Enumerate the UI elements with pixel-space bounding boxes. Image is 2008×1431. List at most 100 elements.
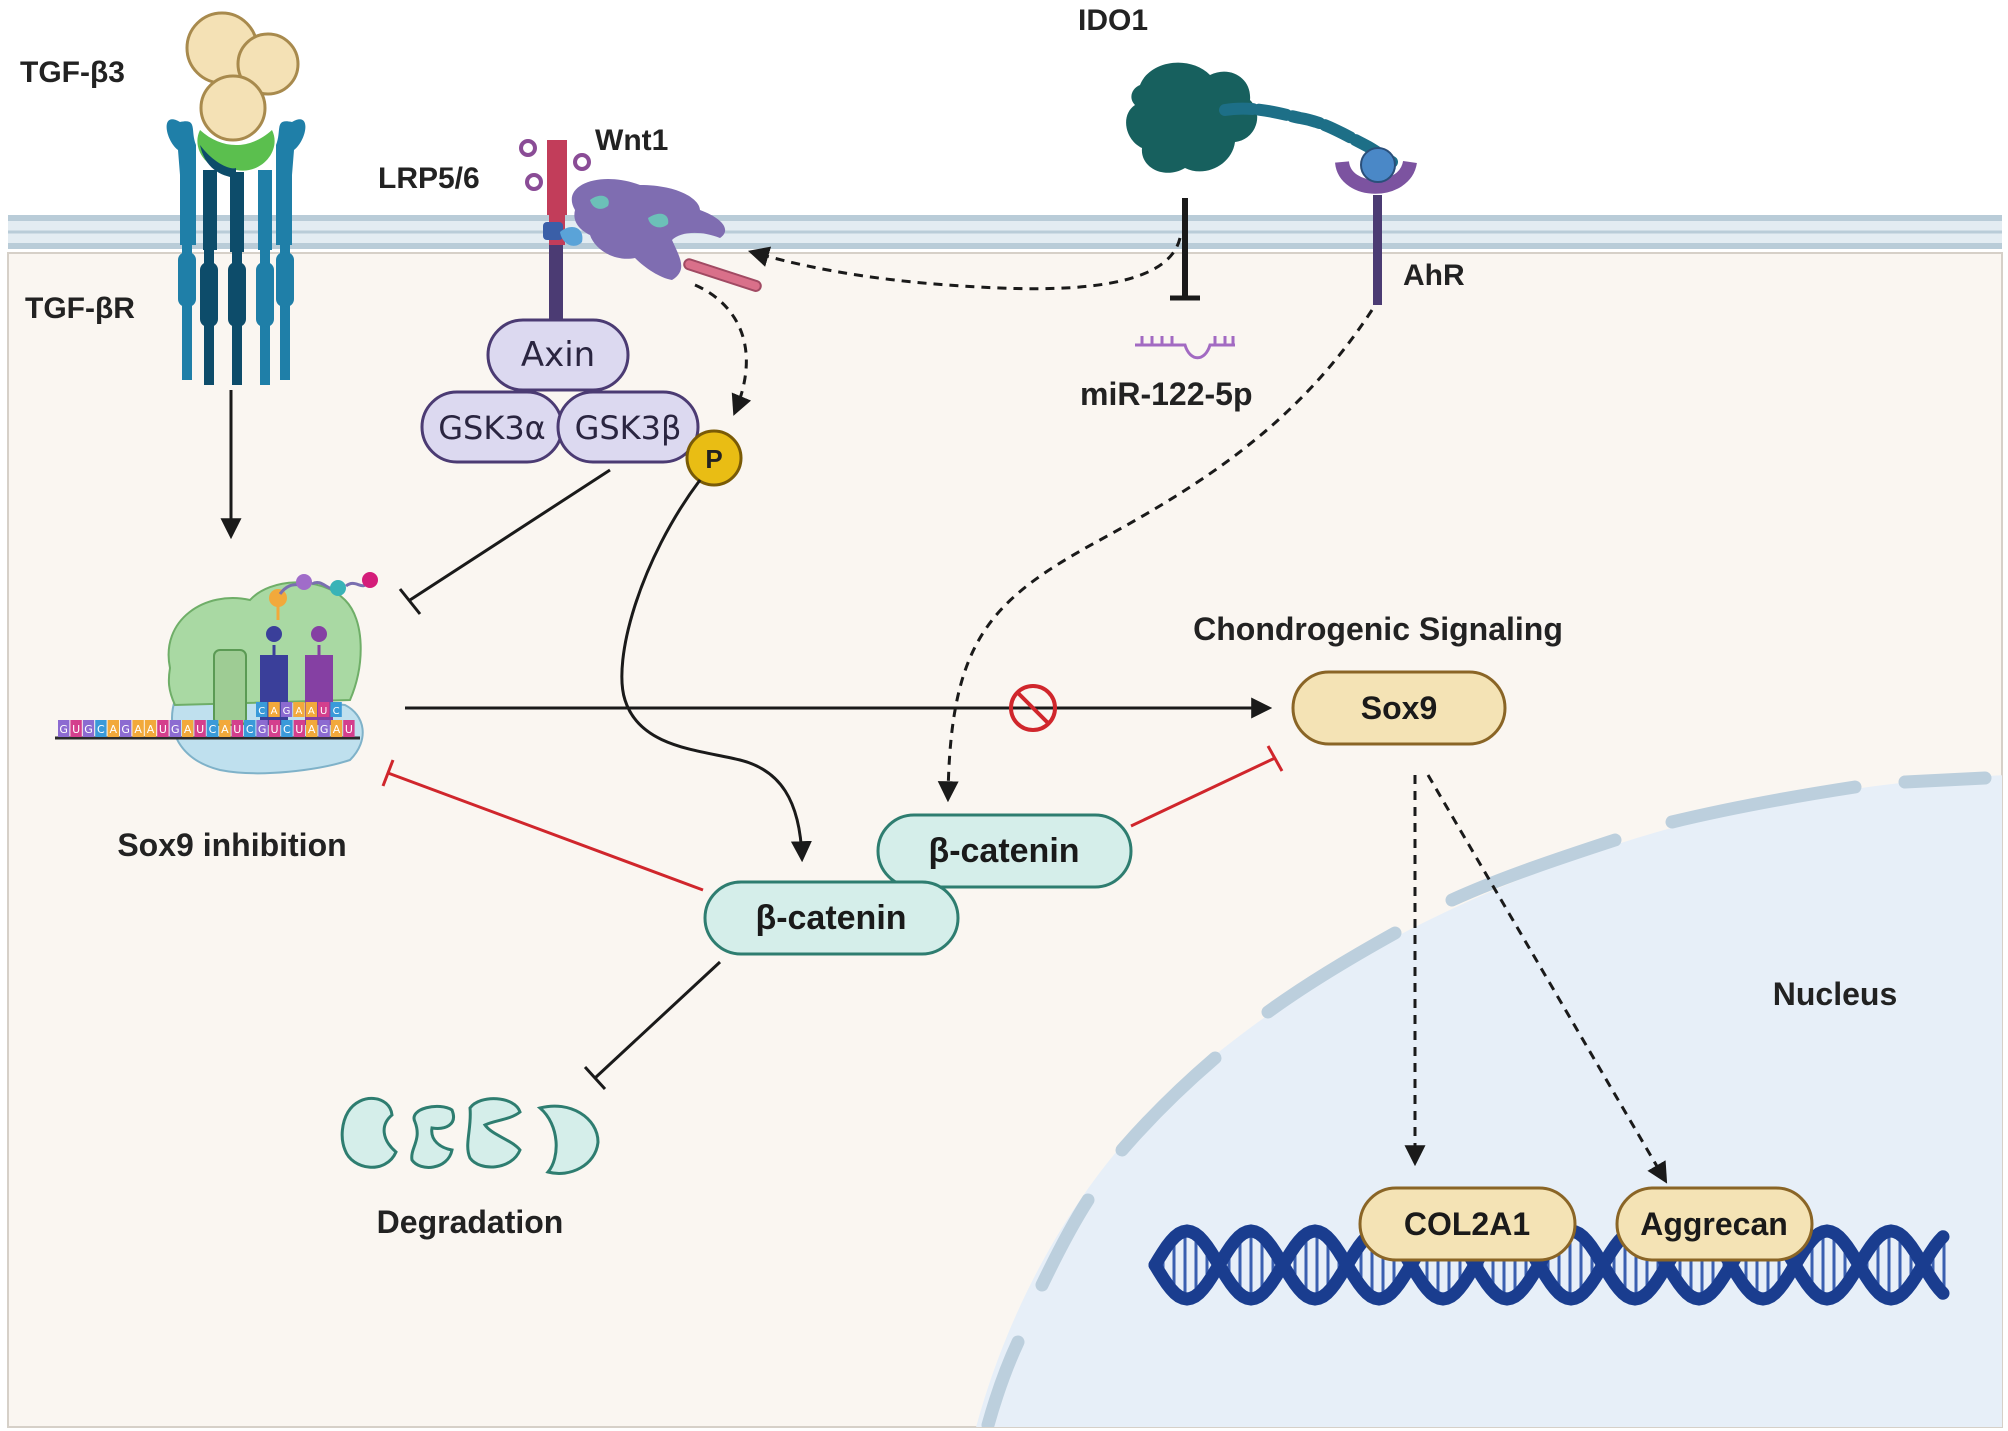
inhibit-catenin-to-sox9	[1130, 756, 1276, 828]
rna-base-letter: G	[59, 723, 68, 736]
wnt1-ligand	[560, 179, 762, 292]
rna-overlay-letter: A	[308, 706, 315, 717]
rna-overlay-base	[330, 702, 342, 717]
rna-overlay-letter: C	[258, 706, 265, 717]
label-mir-122-5p: miR-122-5p	[1080, 376, 1253, 412]
label-sox9-inhibition: Sox9 inhibition	[117, 827, 346, 863]
rna-base-letter: C	[97, 723, 105, 736]
label-wnt1: Wnt1	[595, 124, 668, 157]
arrow-sox9-to-aggrecan	[1426, 774, 1668, 1184]
rna-base-letter: U	[345, 723, 353, 736]
label-sox9: Sox9	[1361, 690, 1437, 726]
rna-base	[231, 720, 243, 737]
rna-base-letter: U	[270, 723, 278, 736]
lrp5-6-receptor	[519, 139, 591, 320]
rna-overlay-base	[293, 702, 305, 717]
sox9-node: Sox9	[1291, 670, 1507, 746]
rna-base-letter: C	[209, 723, 217, 736]
rna-overlay-letter: A	[271, 706, 278, 717]
rna-base	[268, 720, 281, 737]
label-axin: Axin	[521, 335, 595, 375]
label-chondrogenic-signaling: Chondrogenic Signaling	[1193, 611, 1563, 647]
beta-catenin-lower: β-catenin	[703, 880, 960, 956]
arrow-mir-to-wnt	[747, 237, 1182, 291]
rna-base-letter: A	[147, 723, 155, 736]
rna-base	[330, 720, 343, 737]
col2a1-node: COL2A1	[1358, 1186, 1577, 1262]
rna-overlay-letter: C	[333, 706, 340, 717]
inhibit-catenin-to-degradation	[593, 960, 722, 1080]
rna-base	[107, 720, 119, 737]
edges	[220, 237, 1668, 1184]
label-phospho: P	[705, 444, 722, 474]
mir-122-5p	[1135, 336, 1235, 360]
plasma-membrane	[8, 215, 2002, 249]
rna-base-letter: A	[221, 723, 229, 736]
label-beta-catenin-lower: β-catenin	[755, 899, 906, 937]
rna-overlay-base	[256, 702, 268, 717]
rna-base-letter: A	[333, 723, 341, 736]
nuclear-envelope	[981, 771, 1992, 1427]
rna-base-letter: G	[320, 723, 329, 736]
rna-base	[318, 720, 330, 737]
label-col2a1: COL2A1	[1404, 1206, 1530, 1242]
rna-base-letter: U	[159, 723, 167, 736]
rna-base	[169, 720, 181, 737]
label-nucleus: Nucleus	[1773, 976, 1897, 1012]
rna-base	[70, 720, 82, 737]
rna-overlay-letter: U	[320, 706, 327, 717]
rna-base	[256, 720, 268, 737]
rna-base	[95, 720, 107, 737]
rna-base-letter: U	[233, 723, 241, 736]
label-gsk3b: GSK3β	[575, 409, 682, 447]
label-ido1: IDO1	[1078, 4, 1148, 37]
label-tgf-b3: TGF-β3	[20, 56, 125, 89]
rna-base-letter: A	[110, 723, 118, 736]
rna-overlay-base	[318, 702, 330, 717]
arrow-phospho-to-catenin	[620, 479, 812, 863]
rna-base-letter: A	[184, 723, 192, 736]
rna-base	[343, 720, 355, 737]
rna-base-letter: G	[84, 723, 93, 736]
rna-base	[82, 720, 95, 737]
label-lrp5-6: LRP5/6	[378, 162, 480, 195]
rna-base	[58, 720, 70, 737]
ahr-receptor	[1335, 147, 1417, 305]
rna-base	[120, 720, 132, 737]
rna-overlay-letter: A	[295, 706, 302, 717]
inhibit-gsk3-to-inhibition	[409, 468, 611, 602]
rna-base	[219, 720, 231, 737]
rna-base-letter: A	[308, 723, 316, 736]
rna-overlay-base	[305, 702, 317, 717]
rna-base	[157, 720, 169, 737]
inhibit-catenin-to-inhibition	[387, 771, 704, 892]
rna-base-letter: U	[196, 723, 204, 736]
arrow-ahr-to-catenin	[937, 309, 1374, 803]
rna-base	[206, 720, 219, 737]
beta-catenin-upper: β-catenin	[876, 813, 1133, 889]
rna-base	[144, 720, 157, 737]
label-beta-catenin-upper: β-catenin	[928, 832, 1079, 870]
rna-base-letter: G	[171, 723, 180, 736]
rna-base	[194, 720, 206, 737]
blocked-icon	[1009, 684, 1057, 732]
rna-base	[306, 720, 318, 737]
rna-base-letter: A	[134, 723, 142, 736]
label-ahr: AhR	[1403, 259, 1465, 292]
rna-base	[293, 720, 305, 737]
degradation-fragments	[340, 1096, 600, 1175]
rna-base	[281, 720, 293, 737]
rna-overlay-base	[268, 702, 280, 717]
rna-base-letter: C	[246, 723, 254, 736]
label-degradation: Degradation	[377, 1204, 564, 1240]
rna-base-letter: C	[283, 723, 291, 736]
rna-base	[182, 720, 194, 737]
rna-base	[132, 720, 144, 737]
rna-overlay-letter: G	[283, 706, 291, 717]
rna-base	[244, 720, 256, 737]
